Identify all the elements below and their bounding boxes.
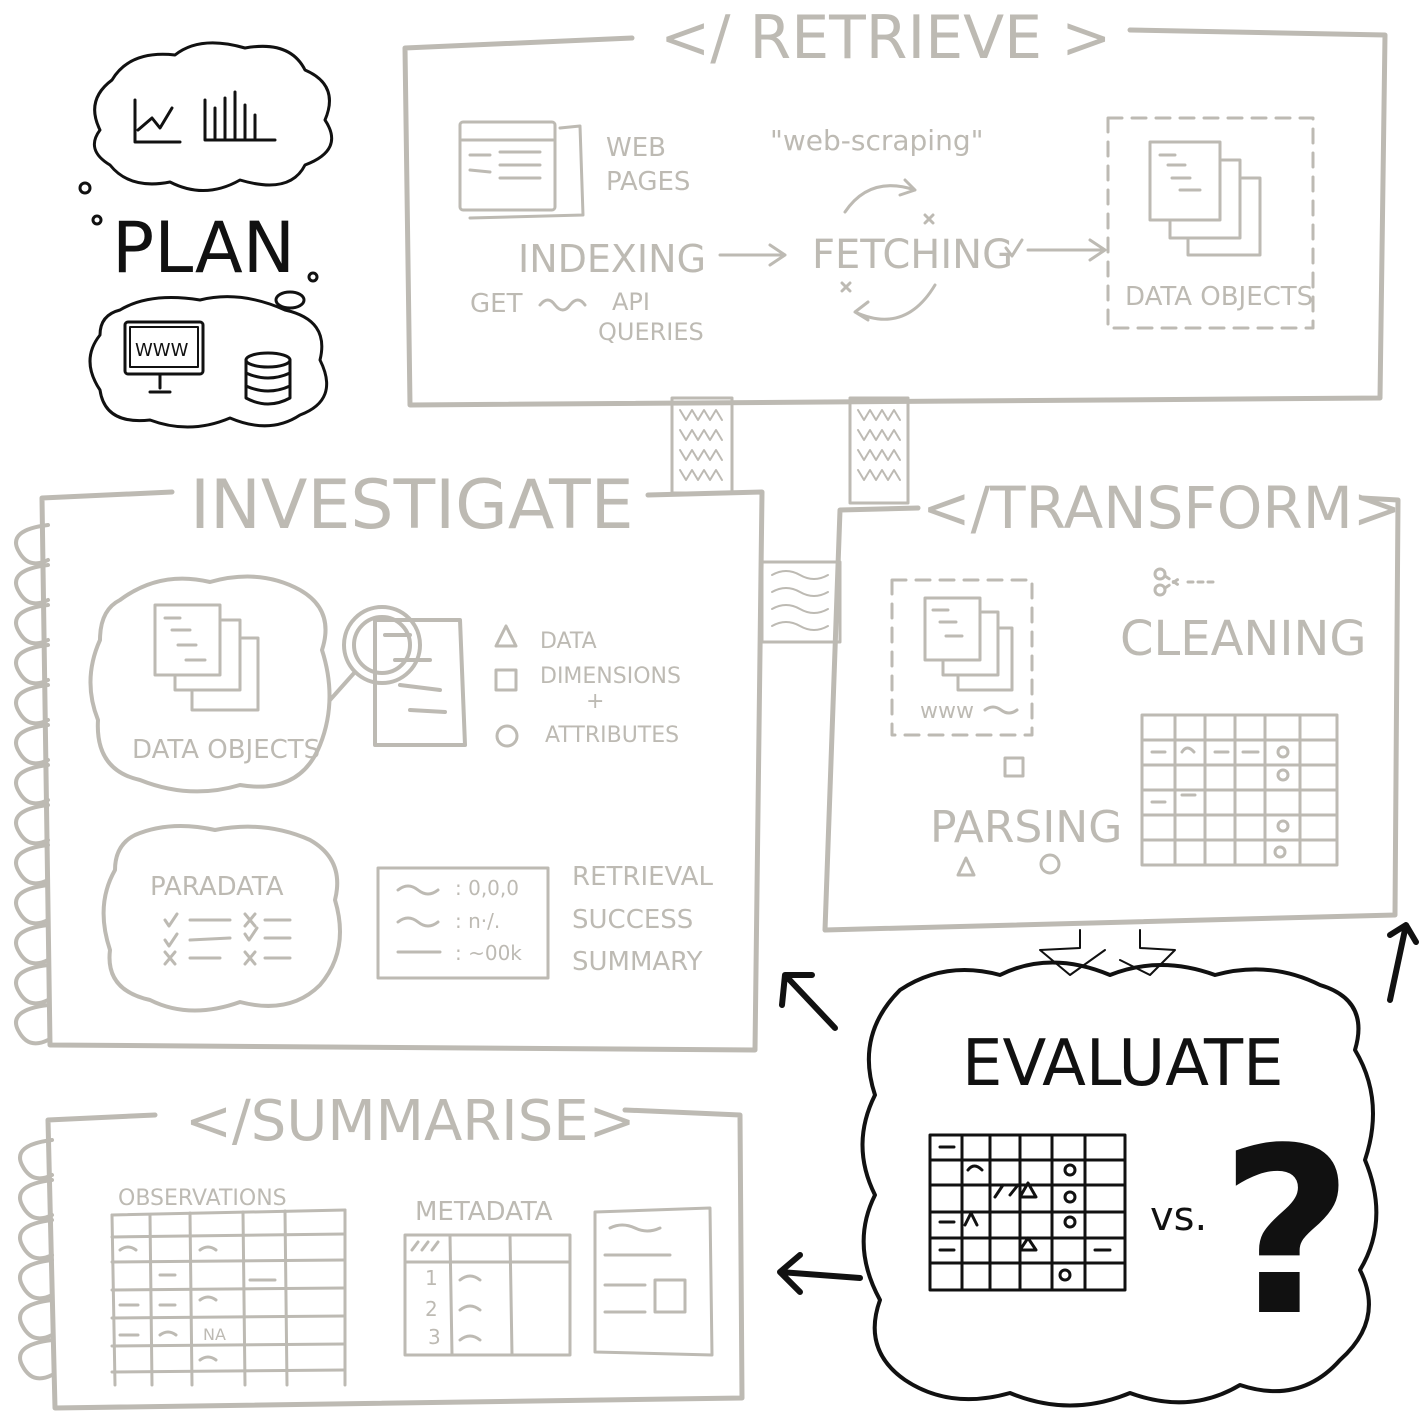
circle-icon xyxy=(1039,853,1061,875)
notebook-spiral xyxy=(18,1138,54,1381)
observations-label: OBSERVATIONS xyxy=(118,1186,287,1211)
computer-monitor-icon: WWW xyxy=(123,320,205,394)
investigate-frame xyxy=(39,489,765,1053)
monitor-screen-text: WWW xyxy=(135,340,189,361)
square-icon xyxy=(494,668,518,692)
plan-chart-cloud xyxy=(92,41,334,192)
square-icon xyxy=(1003,756,1025,778)
bar-chart-icon xyxy=(203,90,277,142)
metadata-label: METADATA xyxy=(415,1197,553,1227)
transform-www-label: www xyxy=(920,699,974,724)
cleaning-label: CLEANING xyxy=(1120,611,1367,667)
transform-frame xyxy=(822,495,1401,933)
observations-table xyxy=(110,1208,347,1387)
triangle-icon xyxy=(494,624,518,648)
evaluate-table-grid xyxy=(928,1133,1127,1292)
plan-section: PLAN WWW xyxy=(78,41,334,429)
triangle-icon xyxy=(956,856,976,877)
data-objects-dashed-box xyxy=(1106,116,1315,330)
arrow-evaluate-to-summarise xyxy=(777,1252,863,1295)
retrieve-frame xyxy=(402,27,1388,408)
retrieve-section: </ RETRIEVE > WEB PAGES "web-scraping" I… xyxy=(402,3,1388,408)
thought-bubble xyxy=(274,290,306,310)
thought-bubble xyxy=(78,181,92,195)
transform-section: </TRANSFORM> www PARSING CLEANING xyxy=(822,474,1401,933)
investigate-section: INVESTIGATE DATA OBJECTS DATA DIMENSIONS… xyxy=(14,466,765,1053)
squiggle xyxy=(983,705,1019,715)
magnifier-document-icon xyxy=(328,605,467,747)
paradata-label: PARADATA xyxy=(150,872,284,902)
indexing-label: INDEXING xyxy=(518,237,706,281)
na-label: NA xyxy=(203,1325,226,1344)
plan-title: PLAN xyxy=(112,207,295,289)
documents-icon xyxy=(923,596,1014,692)
retrieval-success-summary-label: RETRIEVAL SUCCESS SUMMARY xyxy=(572,862,721,977)
evaluate-section: EVALUATE vs. ? xyxy=(777,922,1419,1408)
metadata-row-numbers: 1 2 3 xyxy=(425,1266,444,1349)
arrow-indexing-to-fetching xyxy=(718,243,787,267)
scissors-icon xyxy=(1153,567,1217,597)
retrieve-title: </ RETRIEVE > xyxy=(660,3,1111,73)
thought-bubble xyxy=(91,214,103,226)
squiggle xyxy=(538,298,587,312)
connector-investigate-transform xyxy=(760,560,842,644)
summarise-frame xyxy=(45,1107,745,1411)
fetching-label: FETCHING xyxy=(812,232,1013,278)
evaluate-cloud xyxy=(860,960,1379,1408)
summary-values: : 0,0,0 : n·/. : ~00k xyxy=(455,876,525,965)
documents-icon xyxy=(1148,140,1262,257)
plan-web-cloud xyxy=(88,295,329,429)
data-objects-cloud xyxy=(88,574,332,794)
database-icon xyxy=(244,351,292,406)
investigate-data-objects-label: DATA OBJECTS xyxy=(132,735,320,765)
arrow-fetching-to-data-objects xyxy=(1026,238,1107,262)
transform-title: </TRANSFORM> xyxy=(922,474,1401,542)
arrow-transform-to-evaluate xyxy=(1039,929,1176,976)
arrow-evaluate-to-transform xyxy=(1387,922,1419,1003)
get-label: GET xyxy=(470,289,523,319)
line-chart-icon xyxy=(133,98,182,144)
document-page-icon xyxy=(593,1206,714,1357)
notebook-spiral xyxy=(14,523,50,1046)
refresh-cycle-icon xyxy=(840,178,937,322)
check-mark xyxy=(1004,238,1024,258)
squiggle xyxy=(396,884,442,954)
web-pages-label: WEB PAGES xyxy=(606,133,690,197)
question-mark: ? xyxy=(1220,1100,1353,1367)
summarise-title: </SUMMARISE> xyxy=(185,1089,636,1154)
legend-labels: DATA DIMENSIONS + ATTRIBUTES xyxy=(540,629,688,748)
clean-table-grid xyxy=(1140,713,1339,867)
investigate-title: INVESTIGATE xyxy=(190,466,634,545)
metadata-table xyxy=(403,1233,572,1357)
arrow-evaluate-to-investigate xyxy=(779,972,838,1031)
connector-retrieve-investigate xyxy=(670,396,734,495)
web-scraping-label: "web-scraping" xyxy=(770,124,984,157)
connector-retrieve-transform xyxy=(848,396,910,505)
parsing-label: PARSING xyxy=(930,802,1122,853)
summary-table-frame xyxy=(376,866,550,980)
paradata-cloud xyxy=(101,824,342,1013)
shape-legend xyxy=(494,624,519,748)
data-objects-label: DATA OBJECTS xyxy=(1125,282,1313,312)
web-pages-icon xyxy=(458,120,585,220)
vs-label: vs. xyxy=(1150,1194,1207,1240)
api-queries-label: API QUERIES xyxy=(598,288,704,346)
circle-icon xyxy=(495,724,519,748)
summarise-section: </SUMMARISE> OBSERVATIONS NA METADATA 1 … xyxy=(18,1089,745,1411)
evaluate-title: EVALUATE xyxy=(962,1027,1284,1101)
parsed-dashed-box xyxy=(890,578,1034,737)
checklist-icon xyxy=(163,912,292,966)
thought-bubble xyxy=(307,271,319,283)
documents-icon xyxy=(153,603,260,712)
